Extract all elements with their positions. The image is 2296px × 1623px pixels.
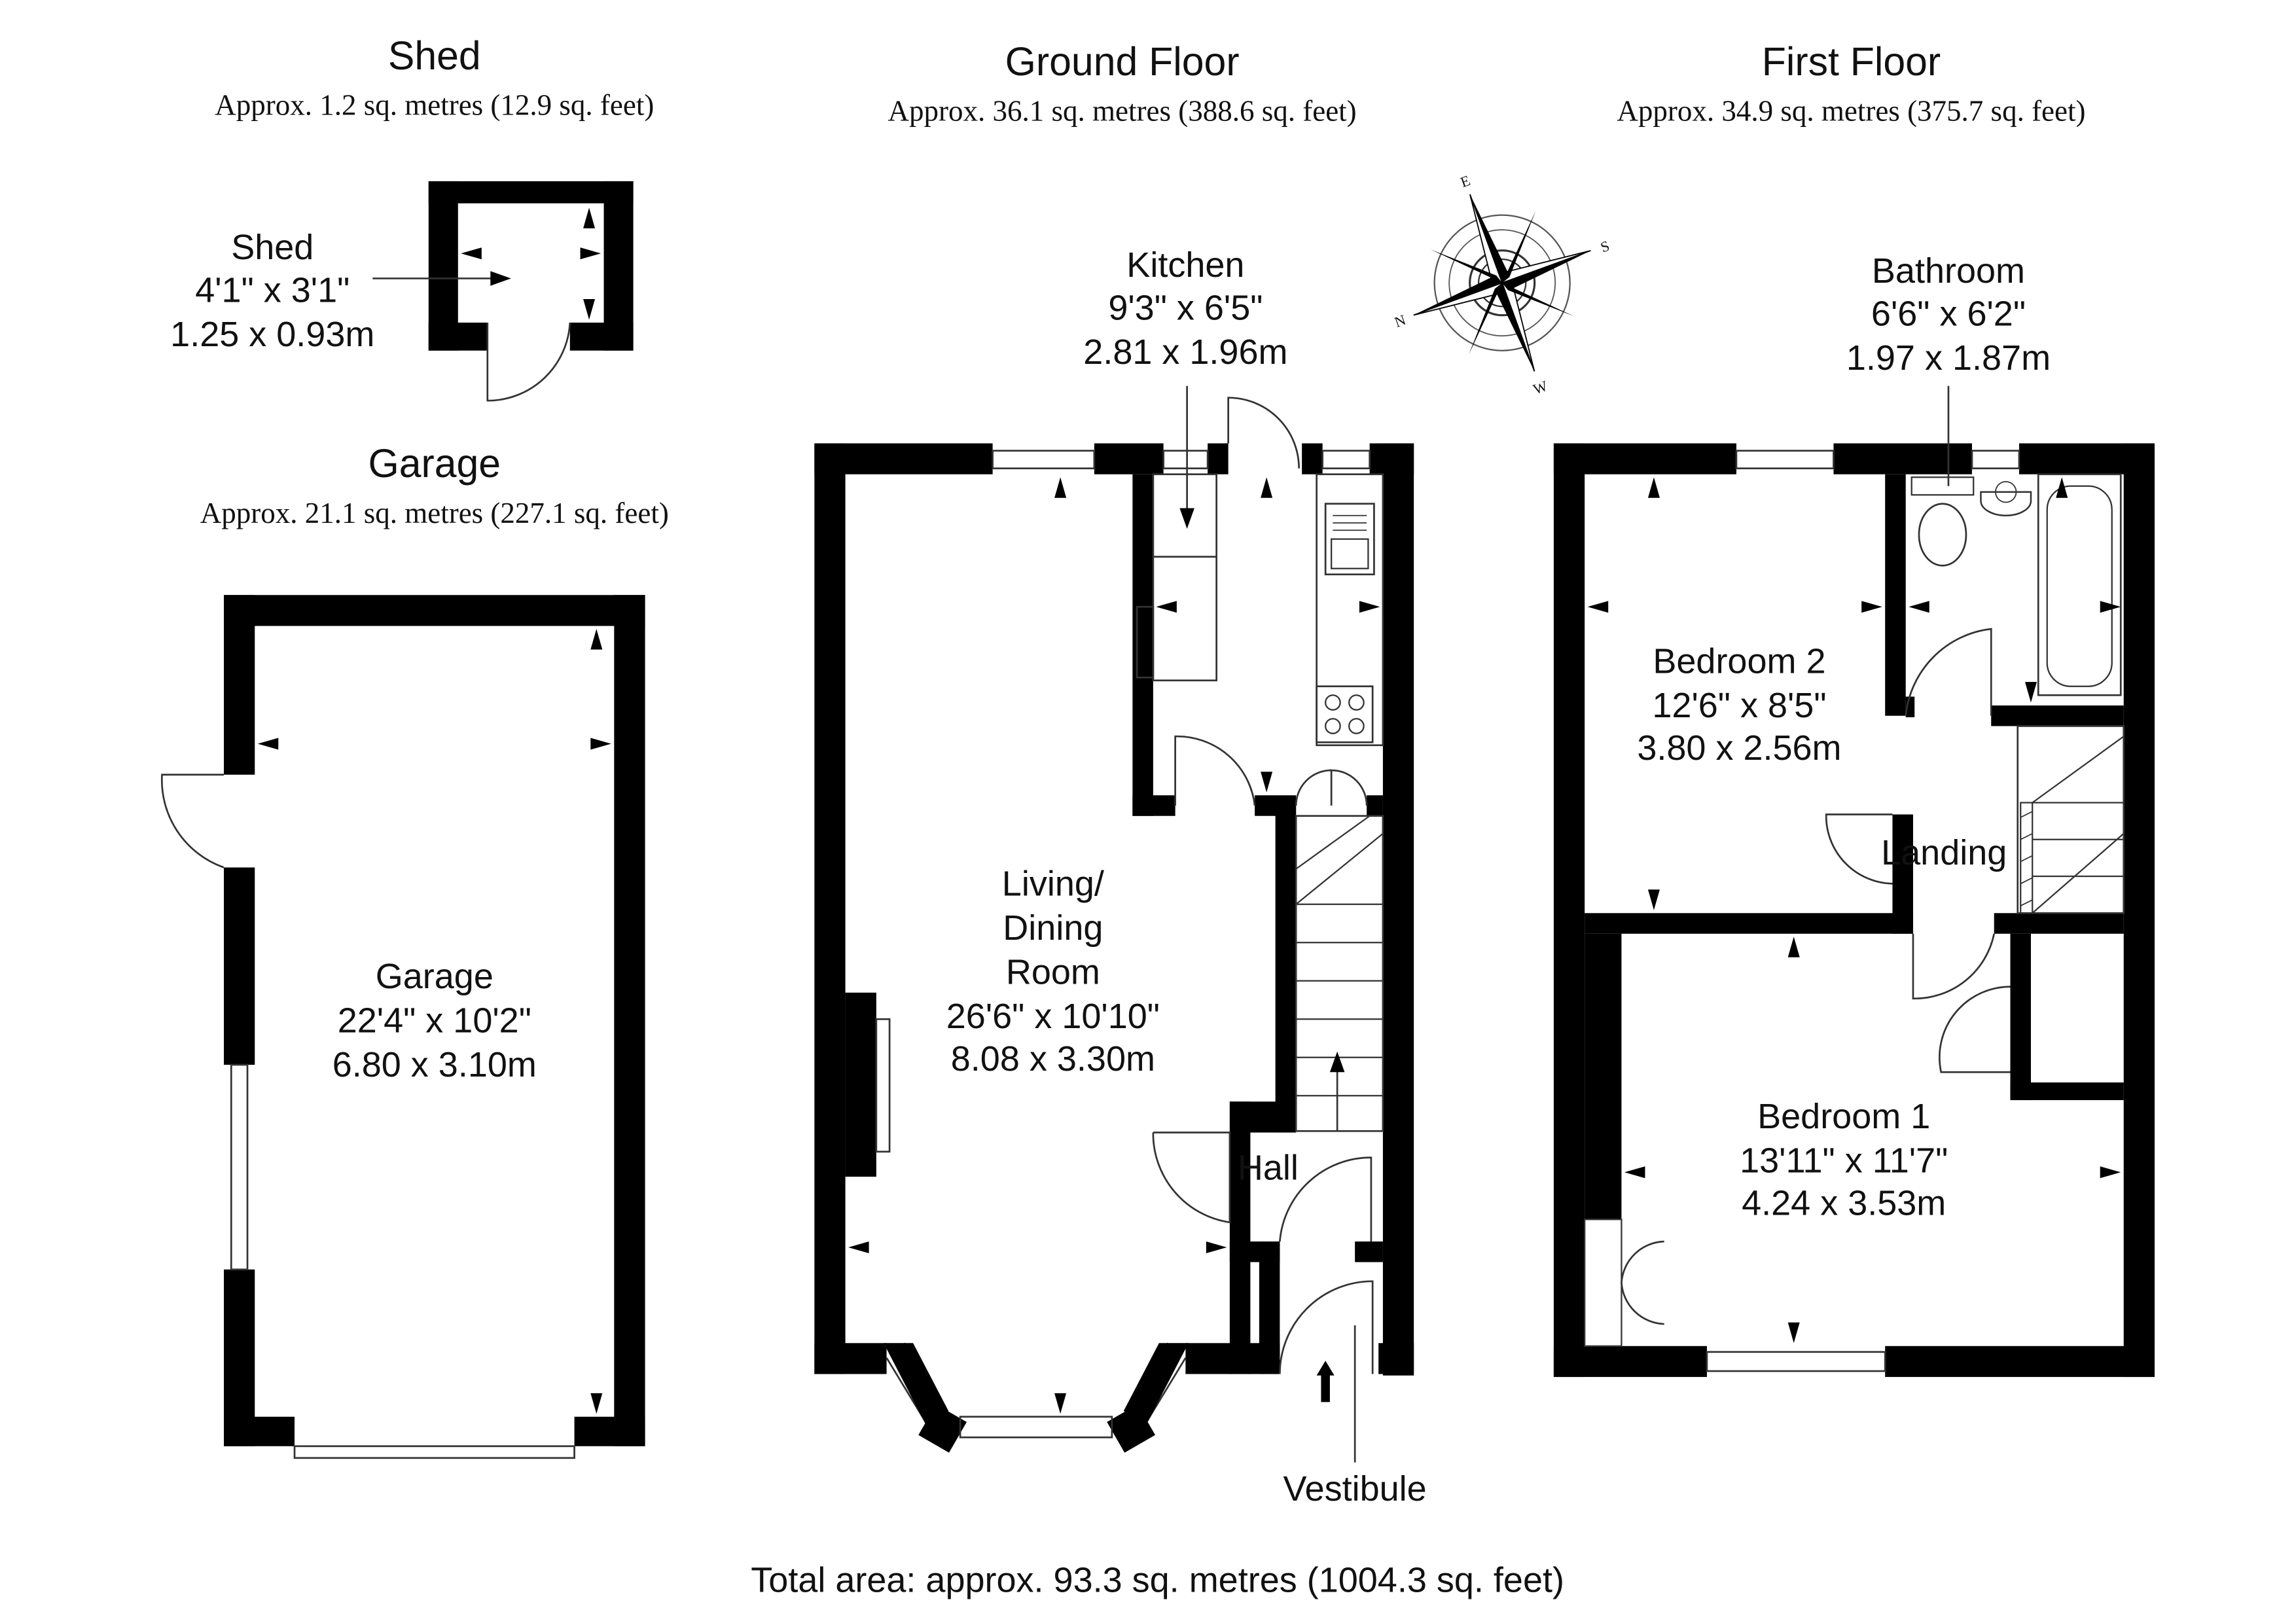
bedroom2-metric: 3.80 x 2.56m <box>1637 728 1841 768</box>
compass-label-s: S <box>1598 238 1611 256</box>
bathroom-metric: 1.97 x 1.87m <box>1846 338 2051 378</box>
compass-label-w: W <box>1531 378 1550 398</box>
garage-room-imperial: 22'4" x 10'2" <box>338 1001 531 1041</box>
shed-area: Approx. 1.2 sq. metres (12.9 sq. feet) <box>215 89 654 122</box>
garage-title: Garage <box>368 441 501 486</box>
first-floor-title: First Floor <box>1762 39 1941 84</box>
bedroom2-imperial: 12'6" x 8'5" <box>1652 686 1826 725</box>
ground-floor-title: Ground Floor <box>1005 39 1240 84</box>
ground-floor-heading: Ground Floor Approx. 36.1 sq. metres (38… <box>888 39 1357 128</box>
compass-label-n: N <box>1392 312 1408 330</box>
garage-area: Approx. 21.1 sq. metres (227.1 sq. feet) <box>200 497 669 529</box>
first-floor-heading: First Floor Approx. 34.9 sq. metres (375… <box>1617 39 2085 128</box>
bedroom1-metric: 4.24 x 3.53m <box>1742 1184 1946 1223</box>
garage-plan: Garage 22'4" x 10'2" 6.80 x 3.10m <box>160 595 645 1459</box>
ground-floor-plan: Kitchen 9'3" x 6'5" 2.81 x 1.96m Living/… <box>814 245 1427 1508</box>
landing-name: Landing <box>1881 833 2007 872</box>
living-name-line-3: Room <box>1006 952 1100 991</box>
garage-room-name: Garage <box>376 957 493 996</box>
kitchen-name: Kitchen <box>1126 245 1244 285</box>
hall-name: Hall <box>1238 1149 1299 1188</box>
compass-label-e: E <box>1458 172 1472 190</box>
living-name-line-1: Living/ <box>1002 864 1104 903</box>
vestibule-name: Vestibule <box>1283 1469 1427 1508</box>
shed-plan: Shed 4'1" x 3'1" 1.25 x 0.93m <box>170 181 634 402</box>
garage-heading: Garage Approx. 21.1 sq. metres (227.1 sq… <box>200 441 669 529</box>
shed-heading: Shed Approx. 1.2 sq. metres (12.9 sq. fe… <box>215 33 654 122</box>
living-imperial: 26'6" x 10'10" <box>946 997 1160 1036</box>
ground-floor-area: Approx. 36.1 sq. metres (388.6 sq. feet) <box>888 95 1357 128</box>
bathroom-name: Bathroom <box>1872 251 2025 291</box>
shed-room-name: Shed <box>231 228 314 267</box>
shed-room-metric: 1.25 x 0.93m <box>170 315 374 354</box>
bedroom1-imperial: 13'11" x 11'7" <box>1740 1141 1948 1180</box>
bedroom1-name: Bedroom 1 <box>1757 1097 1930 1136</box>
bathroom-imperial: 6'6" x 6'2" <box>1871 294 2026 333</box>
shed-title: Shed <box>388 33 481 78</box>
first-floor-plan: Bathroom 6'6" x 6'2" 1.97 x 1.87m Bedroo… <box>1553 251 2155 1378</box>
garage-room-metric: 6.80 x 3.10m <box>332 1045 537 1084</box>
total-area: Total area: approx. 93.3 sq. metres (100… <box>751 1561 1564 1600</box>
bedroom2-name: Bedroom 2 <box>1653 641 1825 681</box>
kitchen-metric: 2.81 x 1.96m <box>1083 332 1287 372</box>
first-floor-area: Approx. 34.9 sq. metres (375.7 sq. feet) <box>1617 95 2085 128</box>
kitchen-imperial: 9'3" x 6'5" <box>1108 288 1263 327</box>
living-name-line-2: Dining <box>1003 908 1103 948</box>
compass-rose-icon: E S W N <box>1392 172 1611 398</box>
living-metric: 8.08 x 3.30m <box>951 1039 1155 1079</box>
shed-room-imperial: 4'1" x 3'1" <box>195 270 350 310</box>
